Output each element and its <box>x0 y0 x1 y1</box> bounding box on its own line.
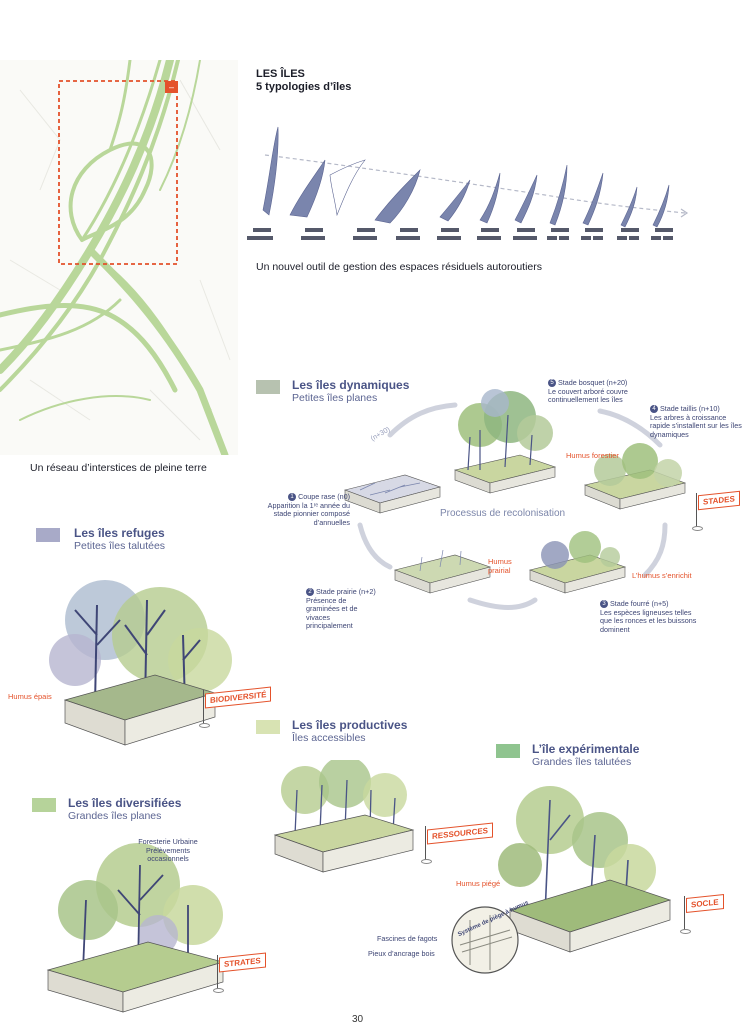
diversifiees-swatch <box>32 798 56 812</box>
experimentale-subtitle: Grandes îles talutées <box>532 756 632 768</box>
page-number: 30 <box>352 1014 364 1025</box>
stage-1-title: Coupe rase (n0) <box>298 492 350 501</box>
cycle-center-label: Processus de recolonisation <box>440 508 566 519</box>
stage-2-text: Présence de graminées et de vivaces prin… <box>306 595 358 631</box>
stage-3-title: Stade fourré (n+5) <box>610 599 669 608</box>
dynamiques-title: Les îles dynamiques <box>292 378 410 392</box>
stage-4-text: Les arbres à croissance rapide s’install… <box>650 412 742 439</box>
productives-illustration <box>273 760 415 873</box>
refuges-swatch <box>36 528 60 542</box>
humus-forestier-label: Humus forestier <box>566 451 619 460</box>
diversifiees-subtitle: Grandes îles planes <box>68 810 162 822</box>
page-subtitle: 5 typologies d’îles <box>256 81 352 93</box>
stage-5-text: Le couvert arboré couvre continuellement… <box>548 386 628 405</box>
typology-strokes <box>247 126 689 240</box>
stage-4-title: Stade taillis (n+10) <box>660 404 720 413</box>
stage-3-text: Les espèces ligneuses telles que les ron… <box>600 607 697 634</box>
island-coupe-rase <box>343 474 442 514</box>
island-bosquet <box>453 389 557 494</box>
experimentale-humus-label: Humus piégé <box>456 879 501 888</box>
fascines-label: Fascines de fagots <box>377 934 438 943</box>
humus-enrichit-label: L’humus s’enrichit <box>632 571 692 580</box>
stage-1-text: Apparition la 1ʳᵉ année du stade pionnie… <box>267 500 350 527</box>
map-marker: – <box>169 82 174 92</box>
dynamiques-subtitle: Petites îles planes <box>292 392 378 404</box>
productives-swatch <box>256 720 280 734</box>
experimentale-illustration <box>451 786 672 974</box>
island-prairie <box>393 549 492 594</box>
cycle-diagram <box>343 389 687 610</box>
page-title: LES ÎLES <box>256 68 305 80</box>
diversifiees-note: Foresterie Urbaine Prélèvements occasion… <box>138 837 198 864</box>
diversifiees-title: Les îles diversifiées <box>68 796 182 810</box>
stage-5-title: Stade bosquet (n+20) <box>558 378 628 387</box>
flag-socle-label: SOCLE <box>686 894 724 913</box>
humus-prairial-label: Humus prairial <box>488 557 512 575</box>
island-fourre <box>528 531 627 594</box>
stage-2-title: Stade prairie (n+2) <box>316 587 376 596</box>
refuges-title: Les îles refuges <box>74 526 165 540</box>
productives-subtitle: Îles accessibles <box>292 732 366 744</box>
experimentale-title: L’île expérimentale <box>532 742 640 756</box>
refuges-subtitle: Petites îles talutées <box>74 540 166 552</box>
productives-title: Les îles productives <box>292 718 408 732</box>
outil-caption: Un nouvel outil de gestion des espaces r… <box>256 261 543 273</box>
island-taillis <box>583 443 687 510</box>
dynamiques-swatch <box>256 380 280 394</box>
site-map: – <box>0 60 238 455</box>
refuges-humus-label: Humus épais <box>8 692 52 701</box>
pieux-label: Pieux d’ancrage bois <box>368 949 435 958</box>
refuges-illustration <box>49 580 232 746</box>
experimentale-swatch <box>496 744 520 758</box>
reseau-caption: Un réseau d’interstices de pleine terre <box>30 462 207 474</box>
